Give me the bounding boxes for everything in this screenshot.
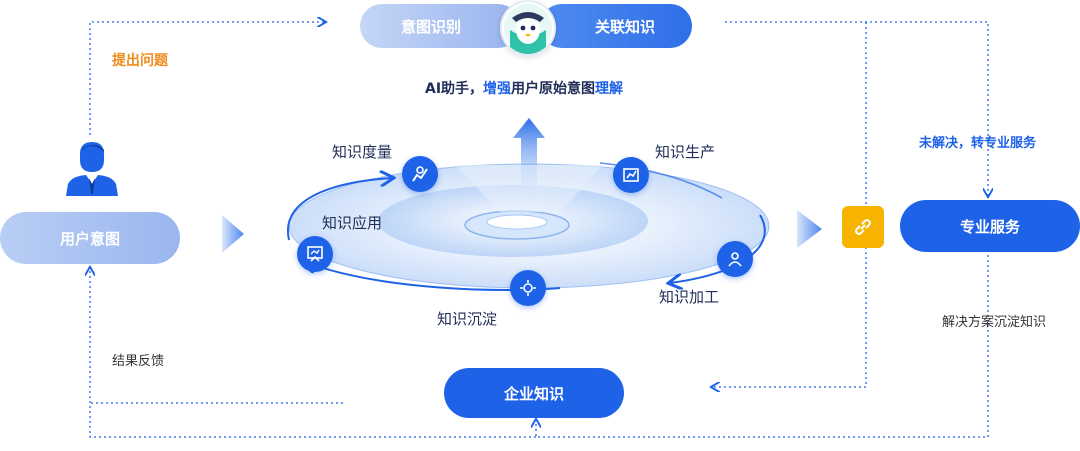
cycle-produce-label: 知识生产 [655,143,716,161]
knowledge-accumulate-icon[interactable] [510,270,546,306]
user-icon [64,140,120,196]
unresolved-part2: 转专业服务 [971,136,1037,151]
professional-service-pill[interactable]: 专业服务 [900,200,1080,252]
caption-part2: 增强 [483,81,512,97]
user-intent-pill[interactable]: 用户意图 [0,212,180,264]
user-intent-label: 用户意图 [59,229,120,248]
unresolved-part1: 未解决， [919,136,972,151]
cycle-measure-label: 知识度量 [332,143,393,161]
link-icon[interactable] [842,206,884,248]
caption-part4: 理解 [595,81,624,97]
related-knowledge-label: 关联知识 [594,17,655,36]
ask-question-label: 提出问题 [112,53,168,69]
feedback-label: 结果反馈 [112,354,165,369]
unresolved-caption: 未解决，转专业服务 [919,132,1036,151]
intent-recognition-pill[interactable]: 意图识别 [360,4,520,48]
solution-label: 解决方案沉淀知识 [942,315,1047,330]
knowledge-measure-icon[interactable] [402,156,438,192]
caption-part1: AI助手， [425,81,484,97]
assistant-caption: AI助手，增强用户原始意图理解 [425,78,623,98]
professional-service-label: 专业服务 [959,217,1020,236]
cycle-process-label: 知识加工 [659,288,720,306]
knowledge-apply-icon[interactable] [297,236,333,272]
related-knowledge-pill[interactable]: 关联知识 [540,4,692,48]
enterprise-knowledge-label: 企业知识 [503,384,564,403]
cycle-apply-label: 知识应用 [322,214,383,232]
cycle-accumulate-label: 知识沉淀 [437,310,498,328]
knowledge-produce-icon[interactable] [613,157,649,193]
knowledge-process-icon[interactable] [717,241,753,277]
enterprise-knowledge-pill[interactable]: 企业知识 [444,368,624,418]
bot-avatar-icon [500,0,556,56]
intent-recognition-label: 意图识别 [400,17,461,36]
caption-part3: 用户原始意图 [511,81,596,97]
